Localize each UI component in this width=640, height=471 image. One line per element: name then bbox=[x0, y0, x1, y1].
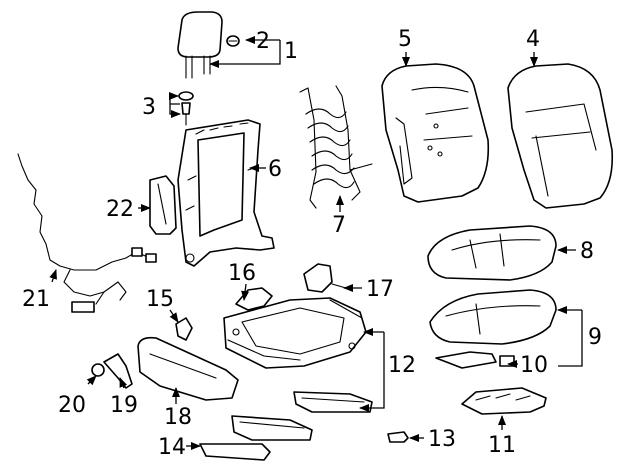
handle-part bbox=[103, 353, 133, 389]
callout-22: 22 bbox=[106, 197, 134, 222]
callout-1: 1 bbox=[284, 39, 298, 64]
seat-cushion-frame-part bbox=[223, 297, 367, 369]
side-shield-part bbox=[137, 336, 239, 401]
callout-2: 2 bbox=[256, 29, 270, 54]
callout-16: 16 bbox=[228, 261, 256, 286]
callout-13: 13 bbox=[428, 427, 456, 452]
callout-3: 3 bbox=[142, 95, 156, 120]
callout-4: 4 bbox=[526, 27, 540, 52]
seat-cushion-cover-part bbox=[429, 289, 557, 345]
callout-19: 19 bbox=[110, 393, 138, 418]
callout-17: 17 bbox=[366, 277, 394, 302]
callout-14: 14 bbox=[158, 435, 186, 460]
adjuster-part bbox=[461, 387, 547, 415]
callout-10: 10 bbox=[520, 353, 548, 378]
callout-18: 18 bbox=[164, 405, 192, 430]
callout-8: 8 bbox=[580, 239, 594, 264]
recliner-cover-part bbox=[303, 263, 347, 293]
clip-part bbox=[175, 317, 193, 341]
callout-7: 7 bbox=[332, 213, 346, 238]
seat-cushion-pad-part bbox=[427, 225, 557, 281]
callout-6: 6 bbox=[268, 157, 282, 182]
cap-part bbox=[387, 431, 409, 443]
callout-5: 5 bbox=[398, 27, 412, 52]
wire-harness-part bbox=[17, 153, 157, 313]
callout-21: 21 bbox=[22, 287, 50, 312]
seat-back-cover-part bbox=[507, 63, 614, 209]
seat-back-frame-part bbox=[177, 119, 275, 267]
leader-lines bbox=[49, 36, 583, 450]
callout-15: 15 bbox=[146, 287, 174, 312]
seat-track-part bbox=[231, 391, 373, 441]
callout-11: 11 bbox=[488, 433, 516, 458]
knob-part bbox=[91, 363, 105, 377]
cushion-bracket-part bbox=[435, 351, 515, 369]
airbag-module-part bbox=[149, 175, 177, 235]
lumbar-support-part bbox=[299, 85, 373, 209]
callout-12: 12 bbox=[388, 353, 416, 378]
seat-back-pad-part bbox=[381, 63, 490, 203]
track-cover-part bbox=[199, 443, 271, 461]
callout-labels: 1 2 3 4 5 6 7 8 9 10 11 12 13 14 15 16 1… bbox=[22, 27, 602, 460]
headrest-guide-part bbox=[226, 35, 240, 47]
guide-sleeve-part bbox=[178, 91, 194, 126]
headrest-part bbox=[177, 11, 223, 79]
callout-9: 9 bbox=[588, 325, 602, 350]
callout-20: 20 bbox=[58, 393, 86, 418]
